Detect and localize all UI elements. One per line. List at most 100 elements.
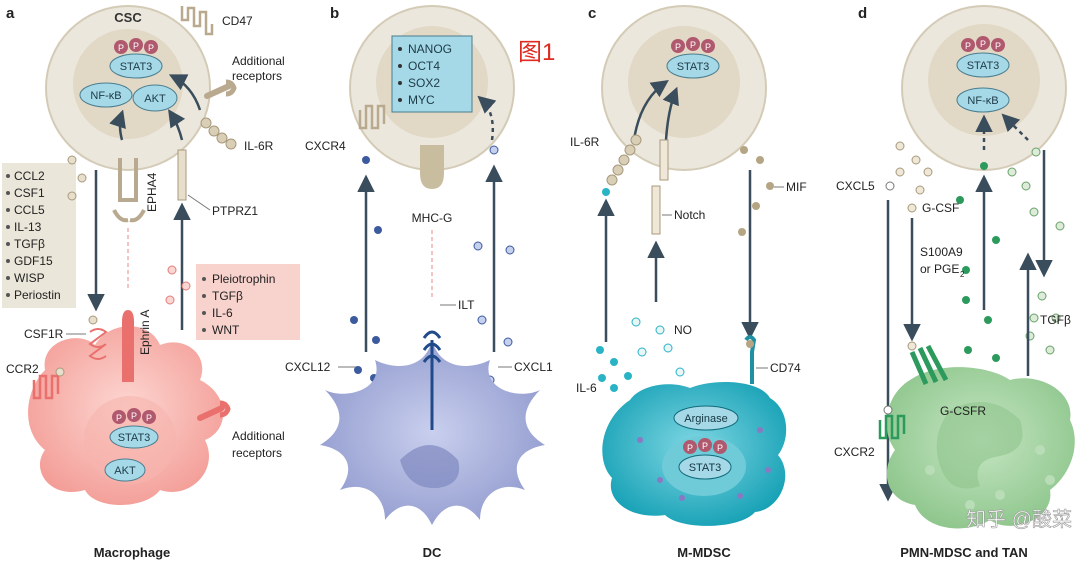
arrow-c-notch-stat3 bbox=[662, 86, 679, 141]
csc-secreted-box bbox=[196, 264, 300, 340]
akt-label-mac: AKT bbox=[114, 465, 136, 477]
cxcl1-dots bbox=[473, 241, 515, 385]
arginase-node bbox=[673, 405, 739, 431]
list-bullet bbox=[6, 174, 10, 178]
macrophage-label: Macrophage bbox=[94, 545, 171, 560]
no-dots bbox=[631, 317, 685, 377]
phospho-label: P bbox=[675, 42, 681, 52]
cxcr4-receptor bbox=[358, 104, 386, 130]
notch-label: Notch bbox=[674, 208, 705, 222]
il6r-receptor-a bbox=[200, 117, 237, 150]
cxcr4-label: CXCR4 bbox=[305, 139, 346, 153]
ilt-label: ILT bbox=[458, 298, 475, 312]
list-item: IL-13 bbox=[14, 220, 42, 234]
panel-b-letter: b bbox=[330, 5, 339, 22]
stat3-label-d: STAT3 bbox=[967, 60, 1000, 72]
cd74-receptor bbox=[744, 335, 757, 384]
list-bullet bbox=[6, 208, 10, 212]
dc-cell bbox=[320, 340, 545, 525]
notch-receptor-bottom bbox=[651, 185, 661, 235]
panel-b: b NANOG OCT4 SOX2 MYC 图1 CXCR4 MHC-G bbox=[285, 5, 555, 560]
ephrin-a-label: Ephrin A bbox=[138, 310, 152, 355]
stemness-gene: MYC bbox=[408, 93, 435, 107]
il6r-receptor-c bbox=[606, 134, 642, 186]
phospho-label: P bbox=[148, 43, 154, 53]
additional-receptor-csc bbox=[204, 83, 232, 99]
pge2-subscript: 2 bbox=[960, 270, 965, 279]
macrophage-secreted-list: CCL2 CSF1 CCL5 IL-13 TGFβ GDF15 WISP Per… bbox=[14, 169, 61, 302]
phospho-dot bbox=[144, 40, 158, 54]
pmn-granules bbox=[925, 445, 1055, 510]
list-bullet bbox=[6, 276, 10, 280]
tgfb-label: TGFβ bbox=[1040, 313, 1071, 327]
stat3-node-c bbox=[666, 53, 720, 79]
stat3-node-d bbox=[956, 52, 1010, 78]
s100a9-dots bbox=[956, 196, 1000, 362]
phospho-group-mdsc: P P P bbox=[683, 438, 727, 454]
mdsc-granules bbox=[637, 427, 771, 501]
gcsf-dots bbox=[895, 141, 933, 195]
additional-receptors-label-a2: receptors bbox=[232, 69, 282, 83]
ephrin-a-ligand bbox=[122, 310, 134, 382]
list-item: CCL5 bbox=[14, 203, 45, 217]
additional-receptors-label-a1: Additional bbox=[232, 54, 285, 68]
list-bullet bbox=[6, 293, 10, 297]
additional-receptor-mac bbox=[197, 405, 225, 421]
tgfb-label-dot bbox=[1029, 313, 1039, 323]
arrow-a-il6r-stat3 bbox=[168, 74, 202, 111]
nfkb-node-a bbox=[79, 82, 133, 108]
stat3-node-a bbox=[109, 53, 163, 79]
akt-node-a bbox=[132, 84, 178, 112]
zhihu-watermark: 知乎 @酸菜 bbox=[966, 508, 1072, 531]
pink-list-item: TGFβ bbox=[212, 289, 243, 303]
epha4-receptor bbox=[112, 158, 146, 223]
stat3-label-a: STAT3 bbox=[120, 61, 153, 73]
cxcr2-label: CXCR2 bbox=[834, 445, 875, 459]
mhcg-label: MHC-G bbox=[412, 211, 453, 225]
stat3-node-mdsc bbox=[678, 454, 732, 480]
csf1r-label: CSF1R bbox=[24, 327, 64, 341]
cxcl5-label-dot bbox=[885, 181, 895, 191]
epha4-label: EPHA4 bbox=[145, 172, 159, 212]
stemness-gene: NANOG bbox=[408, 42, 452, 56]
il6-dots bbox=[596, 346, 632, 392]
list-item: CSF1 bbox=[14, 186, 45, 200]
cd47-label: CD47 bbox=[222, 14, 253, 28]
cd74-label: CD74 bbox=[770, 361, 801, 375]
phospho-label: P bbox=[131, 411, 137, 421]
ptprz1-label: PTPRZ1 bbox=[212, 204, 258, 218]
arrow-b-cxcl1-dotted bbox=[477, 95, 497, 141]
gcsfr-ligand-dot bbox=[907, 341, 917, 351]
stat3-label-c: STAT3 bbox=[677, 61, 710, 73]
ccr2-label: CCR2 bbox=[6, 362, 39, 376]
phospho-group-c: P P P bbox=[671, 37, 715, 53]
phospho-label: P bbox=[133, 41, 139, 51]
arrow-a-epha4-nfkb bbox=[109, 109, 126, 141]
csc-nucleus-d bbox=[928, 24, 1040, 136]
cxcr2-receptor bbox=[878, 414, 906, 440]
cd74-ligand-dot bbox=[746, 340, 754, 348]
phospho-group-mac: P P P bbox=[112, 408, 156, 424]
stemness-bullets bbox=[398, 47, 402, 102]
csf1r-ligand-dot bbox=[88, 315, 98, 325]
phospho-group-a: P P P bbox=[114, 38, 158, 54]
nfkb-label-d: NF-κB bbox=[967, 95, 998, 107]
stemness-gene: SOX2 bbox=[408, 76, 440, 90]
pink-bullets bbox=[202, 277, 206, 332]
arrow-a-ptprz1-akt bbox=[168, 109, 186, 141]
tgfb-bound-dot bbox=[1031, 147, 1041, 157]
phospho-label: P bbox=[965, 41, 971, 51]
list-bullets-a bbox=[6, 174, 10, 297]
csf1r-receptor bbox=[88, 328, 108, 360]
notch-receptor-top bbox=[659, 139, 669, 181]
cxcl12-label: CXCL12 bbox=[285, 360, 331, 374]
pink-list-item: IL-6 bbox=[212, 306, 233, 320]
il6-label: IL-6 bbox=[576, 381, 597, 395]
phospho-label: P bbox=[687, 443, 693, 453]
phospho-label: P bbox=[995, 41, 1001, 51]
phospho-label: P bbox=[146, 413, 152, 423]
macrophage-secreted-box bbox=[2, 163, 76, 308]
mhcg-molecule bbox=[420, 145, 444, 189]
